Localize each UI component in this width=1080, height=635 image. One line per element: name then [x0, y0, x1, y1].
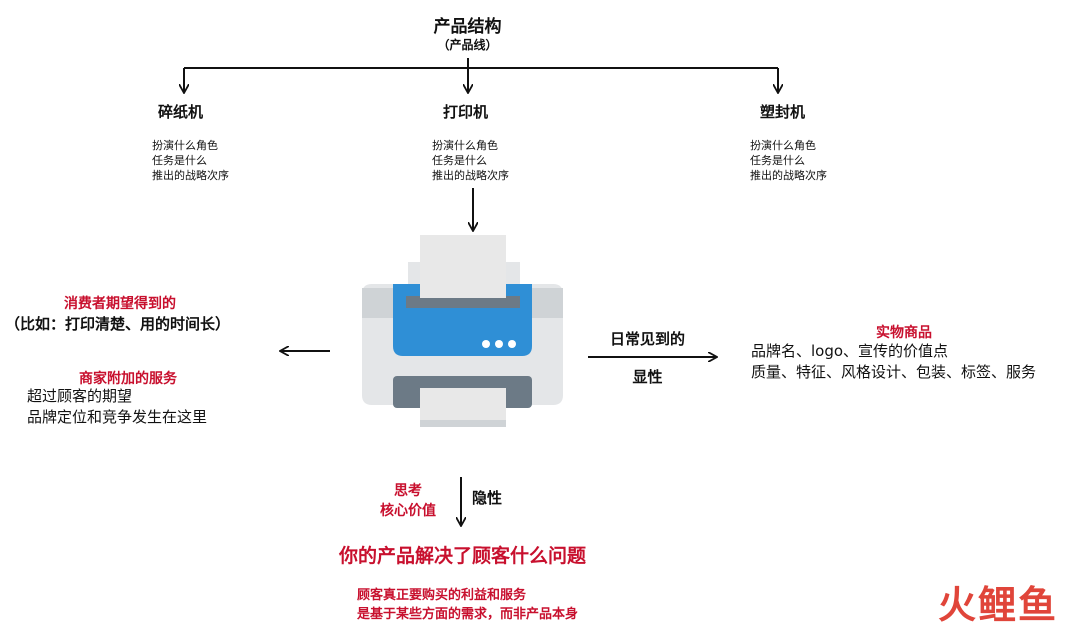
diagram-title: 产品结构	[433, 17, 502, 37]
branch-desc-line: 扮演什么角色	[750, 139, 816, 152]
branch-desc-line: 推出的战略次序	[152, 169, 229, 182]
added-service-title: 商家附加的服务	[79, 371, 177, 387]
added-service-line: 品牌定位和竞争发生在这里	[27, 408, 208, 426]
core-question: 你的产品解决了顾客什么问题	[339, 545, 587, 567]
branch-desc-line: 推出的战略次序	[750, 169, 827, 182]
core-answer: 顾客真正要购买的利益和服务 是基于某些方面的需求，而非产品本身	[357, 586, 578, 624]
branch-desc-printer: 扮演什么角色 任务是什么 推出的战略次序	[432, 138, 509, 183]
visible-arrow-label: 日常见到的	[609, 330, 685, 348]
added-service-desc: 超过顾客的期望 品牌定位和竞争发生在这里	[27, 386, 207, 428]
physical-product-line: 质量、特征、风格设计、包装、标签、服务	[751, 363, 1037, 381]
branch-desc-laminator: 扮演什么角色 任务是什么 推出的战略次序	[750, 138, 827, 183]
branch-name-laminator: 塑封机	[760, 103, 806, 121]
branch-desc-line: 任务是什么	[750, 154, 805, 167]
expected-title: 消费者期望得到的	[64, 296, 176, 312]
branch-desc-line: 扮演什么角色	[152, 139, 218, 152]
core-answer-line: 顾客真正要购买的利益和服务	[357, 588, 527, 603]
tree-connector	[184, 58, 778, 69]
expected-example: （比如：打印清楚、用的时间长）	[5, 315, 231, 333]
core-value-label: 思考 核心价值	[360, 481, 456, 521]
watermark-logo: 火鲤鱼	[938, 574, 1058, 629]
branch-name-shredder: 碎纸机	[158, 103, 204, 121]
branch-name-printer: 打印机	[443, 103, 489, 121]
explicit-label: 显性	[632, 368, 663, 386]
diagram-subtitle: （产品线）	[437, 38, 498, 52]
physical-product-title: 实物商品	[876, 325, 932, 341]
branch-desc-shredder: 扮演什么角色 任务是什么 推出的战略次序	[152, 138, 229, 183]
watermark-text: 火鲤鱼	[937, 583, 1058, 627]
branch-desc-line: 推出的战略次序	[432, 169, 509, 182]
added-service-line: 超过顾客的期望	[27, 387, 133, 405]
physical-product-line: 品牌名、logo、宣传的价值点	[751, 342, 949, 360]
branch-desc-line: 任务是什么	[432, 154, 487, 167]
core-answer-line: 是基于某些方面的需求，而非产品本身	[357, 607, 579, 622]
core-value-line: 核心价值	[380, 503, 436, 519]
branch-desc-line: 任务是什么	[152, 154, 207, 167]
core-value-line: 思考	[394, 483, 422, 499]
branch-desc-line: 扮演什么角色	[432, 139, 498, 152]
physical-product-desc: 品牌名、logo、宣传的价值点 质量、特征、风格设计、包装、标签、服务	[751, 341, 1036, 383]
printer-icon	[362, 235, 563, 427]
implicit-label: 隐性	[472, 489, 503, 507]
